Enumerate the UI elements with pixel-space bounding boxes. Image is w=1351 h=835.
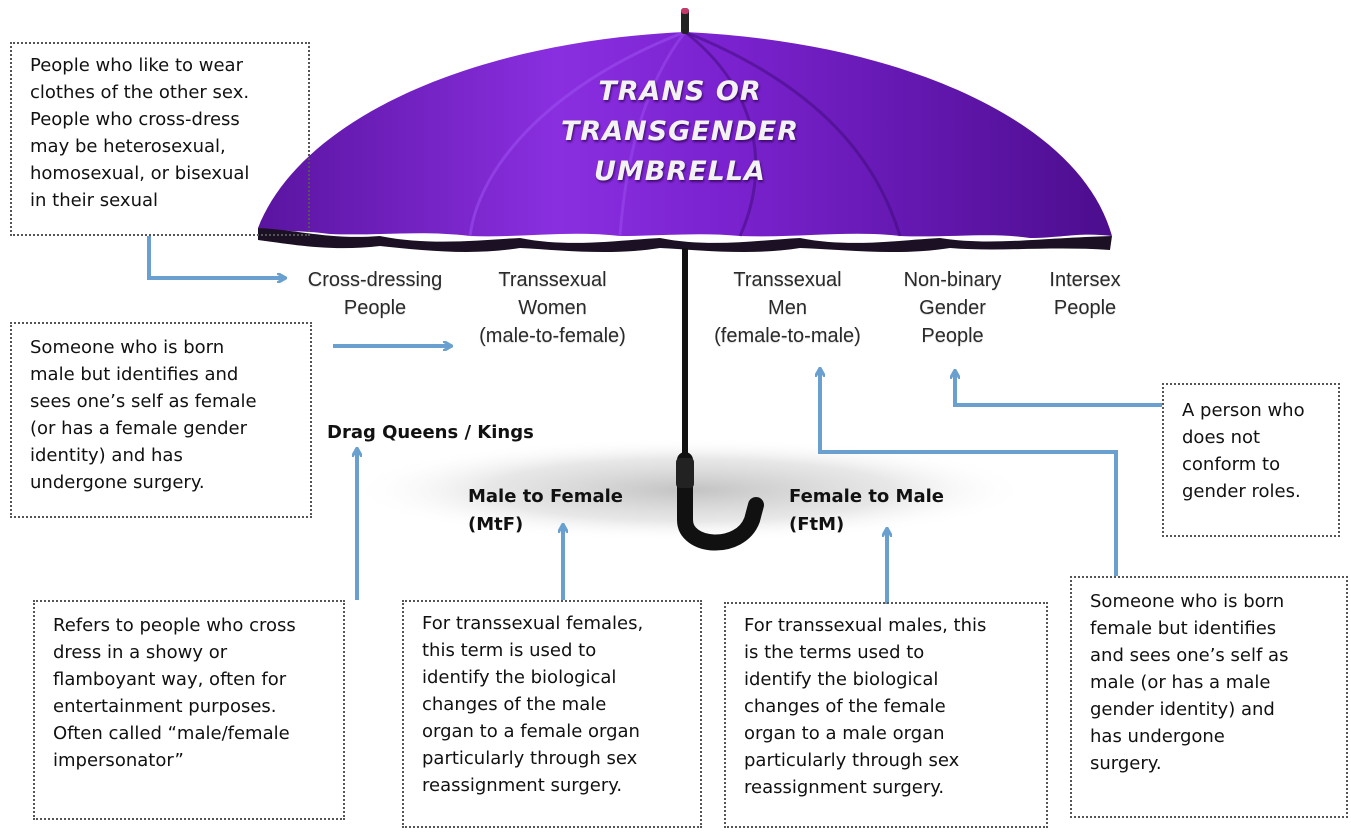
note-ftm: For transsexual males, this is the terms… [724,602,1048,828]
note-cross-dressing: People who like to wear clothes of the o… [10,42,310,236]
arrow-cross-dressing [147,236,284,278]
arrow-trans-men [820,370,1118,576]
arrow-non-binary [955,372,1162,407]
umbrella-handle [677,452,764,551]
label-ftm: Female to Male (FtM) [789,486,944,535]
label-mtf: Male to Female (MtF) [468,486,623,535]
note-drag: Refers to people who cross dress in a sh… [33,600,345,820]
umbrella-tip [681,8,689,34]
label-drag: Drag Queens / Kings [327,422,534,443]
category-trans-women: Transsexual Women (male-to-female) [479,269,626,347]
canopy-rim [258,228,1112,253]
note-trans-men: Someone who is born female but identifie… [1070,576,1348,818]
note-non-binary: A person who does not conform to gender … [1162,383,1340,537]
umbrella-title: TRANS OR TRANSGENDER UMBRELLA [561,76,799,187]
umbrella-canopy [258,32,1112,238]
umbrella-shaft [682,248,688,462]
category-non-binary: Non-binary Gender People [903,269,1002,347]
category-cross-dressing: Cross-dressing People [307,269,443,319]
category-trans-men: Transsexual Men (female-to-male) [714,269,861,347]
note-trans-women: Someone who is born male but identifies … [10,322,312,518]
category-intersex: Intersex People [1049,269,1121,319]
note-mtf: For transsexual females, this term is us… [402,600,702,828]
